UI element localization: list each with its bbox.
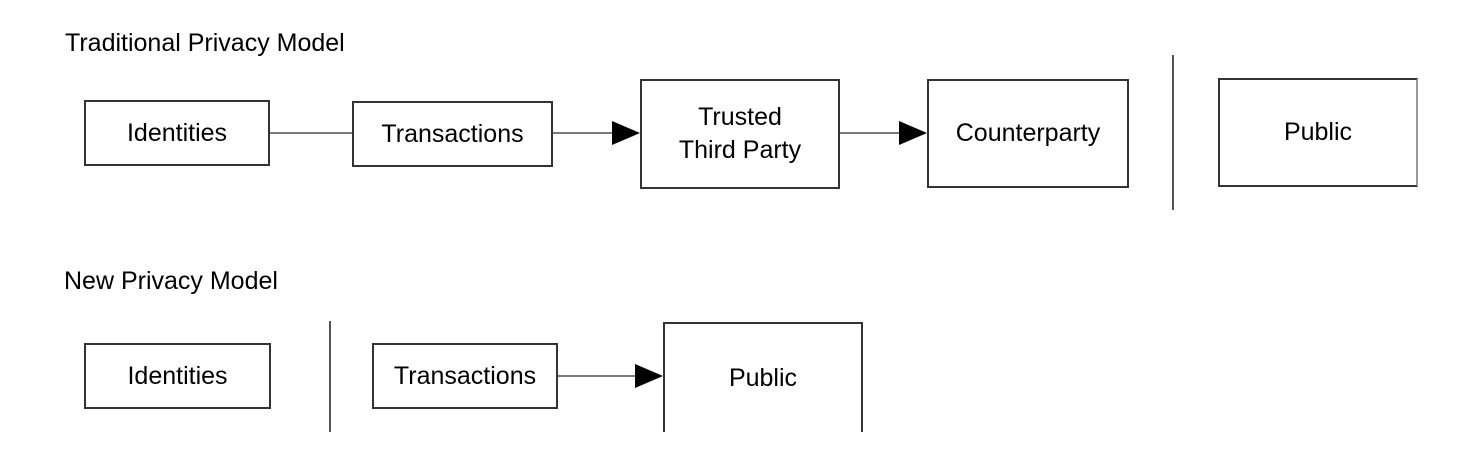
identities-box-new: Identities <box>84 343 271 409</box>
box-label: Trusted <box>698 103 782 131</box>
counterparty-box: Counterparty <box>927 79 1129 188</box>
divider-line-new <box>329 321 331 432</box>
box-label: Third Party <box>678 136 802 164</box>
connector-line <box>270 132 352 134</box>
box-label: Identities <box>127 361 228 390</box>
identities-box-traditional: Identities <box>84 100 270 166</box>
arrow-line <box>558 375 636 377</box>
box-label: Identities <box>126 118 228 147</box>
box-label: Transactions <box>381 119 524 148</box>
arrow-right-icon <box>635 364 663 388</box>
trusted-third-party-box: Trusted Third Party <box>640 79 840 189</box>
transactions-box-traditional: Transactions <box>352 101 553 167</box>
traditional-model-title: Traditional Privacy Model <box>65 29 345 57</box>
arrow-line <box>553 132 614 134</box>
public-box-new: Public <box>663 322 863 432</box>
public-box-traditional: Public <box>1218 78 1418 187</box>
box-label: Public <box>1283 118 1353 146</box>
box-label: Counterparty <box>955 119 1101 147</box>
box-label: Transactions <box>393 361 537 390</box>
divider-line-traditional <box>1172 55 1174 210</box>
new-model-title: New Privacy Model <box>64 267 278 295</box>
box-label: Public <box>728 363 798 392</box>
arrow-right-icon <box>612 121 640 145</box>
arrow-line <box>840 132 900 134</box>
transactions-box-new: Transactions <box>372 343 558 409</box>
arrow-right-icon <box>899 121 927 145</box>
